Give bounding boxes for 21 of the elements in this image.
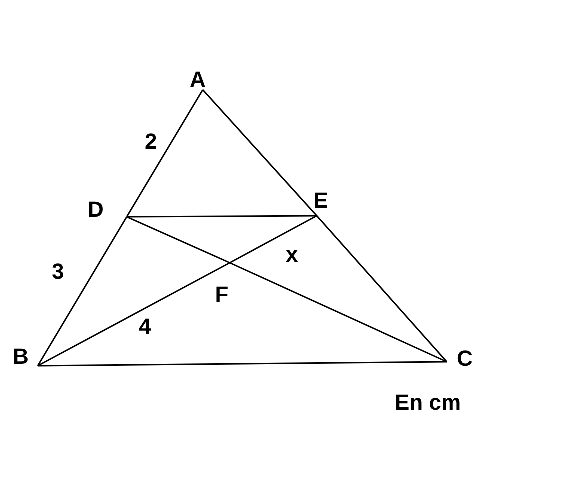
line-segment [38,361,447,367]
segment-length: 4 [139,315,152,339]
line-segment [316,216,448,362]
line-segment [37,216,128,366]
unit-note: En cm [395,391,462,415]
line-segment [126,216,230,264]
vertex-label: B [12,345,30,369]
vertex-label: A [189,68,207,92]
line-segment [127,215,317,218]
line-segment [202,90,318,216]
line-segment [126,90,204,218]
line-segment [230,215,318,264]
vertex-label: E [312,189,330,213]
vertex-label: D [87,198,105,222]
vertex-label: C [456,347,474,371]
line-segment [230,262,448,363]
segment-length: 2 [145,130,158,154]
segment-length: x [286,243,298,267]
line-segment [38,262,230,367]
segment-length: 3 [52,260,64,284]
vertex-label: F [214,283,230,307]
